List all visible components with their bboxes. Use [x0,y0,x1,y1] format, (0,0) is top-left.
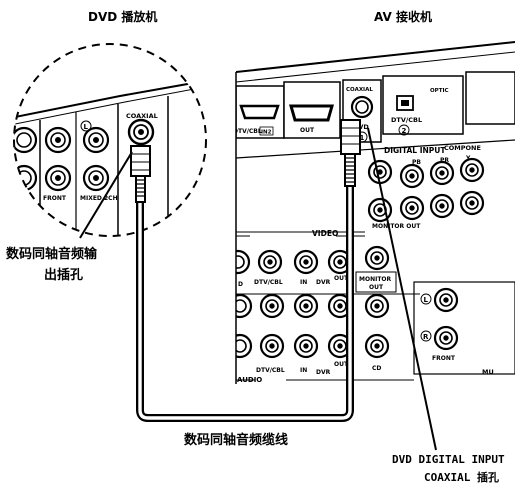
receiver-rca-plug [340,119,361,187]
dvd-output-callout-line2: 出插孔 [44,268,84,283]
rx-mu-label: MU [482,368,494,376]
rx-dvd-label: DVD [353,123,369,131]
av-receiver-title: AV 接收机 [374,10,432,24]
rx-monitor-out-label: OUT [369,284,384,291]
rx-digital-input-label: DIGITAL INPUT [384,146,446,155]
dvd-left-jacks [14,126,110,192]
rx-audio-dvr: DVR [316,369,331,376]
hdmi-out-label: OUT [300,127,315,134]
coax-cable [136,184,354,422]
callout-line-receiver-input [367,127,437,451]
dtv-cbl-in2-label: DTV/CBL [233,128,262,135]
rx-r-label: R [423,333,429,341]
dvd-player-panel: L FRONT MIXED 2CH COAXIAL [14,44,206,236]
rx-num-2: 2 [402,127,407,135]
av-receiver-panel: OUT DTV/CBL IN2 COAXIAL DVD 1 OPTIC DTV/… [233,41,515,384]
rx-video-dtv-cbl: DTV/CBL [254,279,283,286]
dvd-output-callout-line1: 数码同轴音频输 [6,247,98,262]
rx-component-jacks [367,157,485,223]
rx-monitor-label: MONITOR [359,276,392,283]
rx-audio-in: IN [300,367,307,374]
rx-audio-dtv-cbl: DTV/CBL [256,367,285,374]
dvd-l-label: L [84,123,89,131]
rx-optical-label: OPTIC [430,88,449,94]
rx-video-in: IN [300,279,307,286]
dvd-coaxial-jack [127,118,155,146]
dvd-coaxial-label: COAXIAL [126,112,158,120]
dvd-mixed-label: MIXED 2CH [80,195,118,202]
rx-pb-label: PB [412,159,421,166]
dvd-front-label: FRONT [43,195,67,202]
rx-video-out: OUT [334,275,349,282]
rx-audio-label: AUDIO [237,376,262,384]
channel-l-circle [80,120,92,132]
in2-box-label: IN2 [261,130,272,136]
rx-front-label: FRONT [432,355,456,362]
rx-coaxial-label: COAXIAL [346,87,373,93]
rx-cd-label: CD [372,365,381,372]
rx-video-label: VIDEO [312,229,338,238]
rx-video-jacks [236,245,390,275]
dvd-player-title: DVD 播放机 [88,10,158,24]
rx-num-1: 1 [360,134,365,142]
coax-cable-callout: 数码同轴音频缆线 [184,433,289,448]
rx-component-label: COMPONE [444,144,481,152]
rx-video-dvr: DVR [316,279,331,286]
rx-y-label: Y [465,155,471,162]
rx-audio-out: OUT [334,361,349,368]
dvd-rca-plug [130,145,151,203]
rx-dtv-cbl-2-label: DTV/CBL [391,116,422,124]
rx-audio-jacks [236,287,459,359]
rx-pr-label: PR [440,157,449,164]
receiver-input-callout-line2: COAXIAL 插孔 [424,471,499,484]
callout-line-dvd-output [79,151,133,239]
rx-d-left: D [238,281,243,288]
rx-monitor-out-top: MONITOR OUT [372,223,421,230]
rx-l-label: L [424,296,429,304]
magnifier-circle [13,43,207,237]
receiver-input-callout-line1: DVD DIGITAL INPUT [392,453,505,466]
